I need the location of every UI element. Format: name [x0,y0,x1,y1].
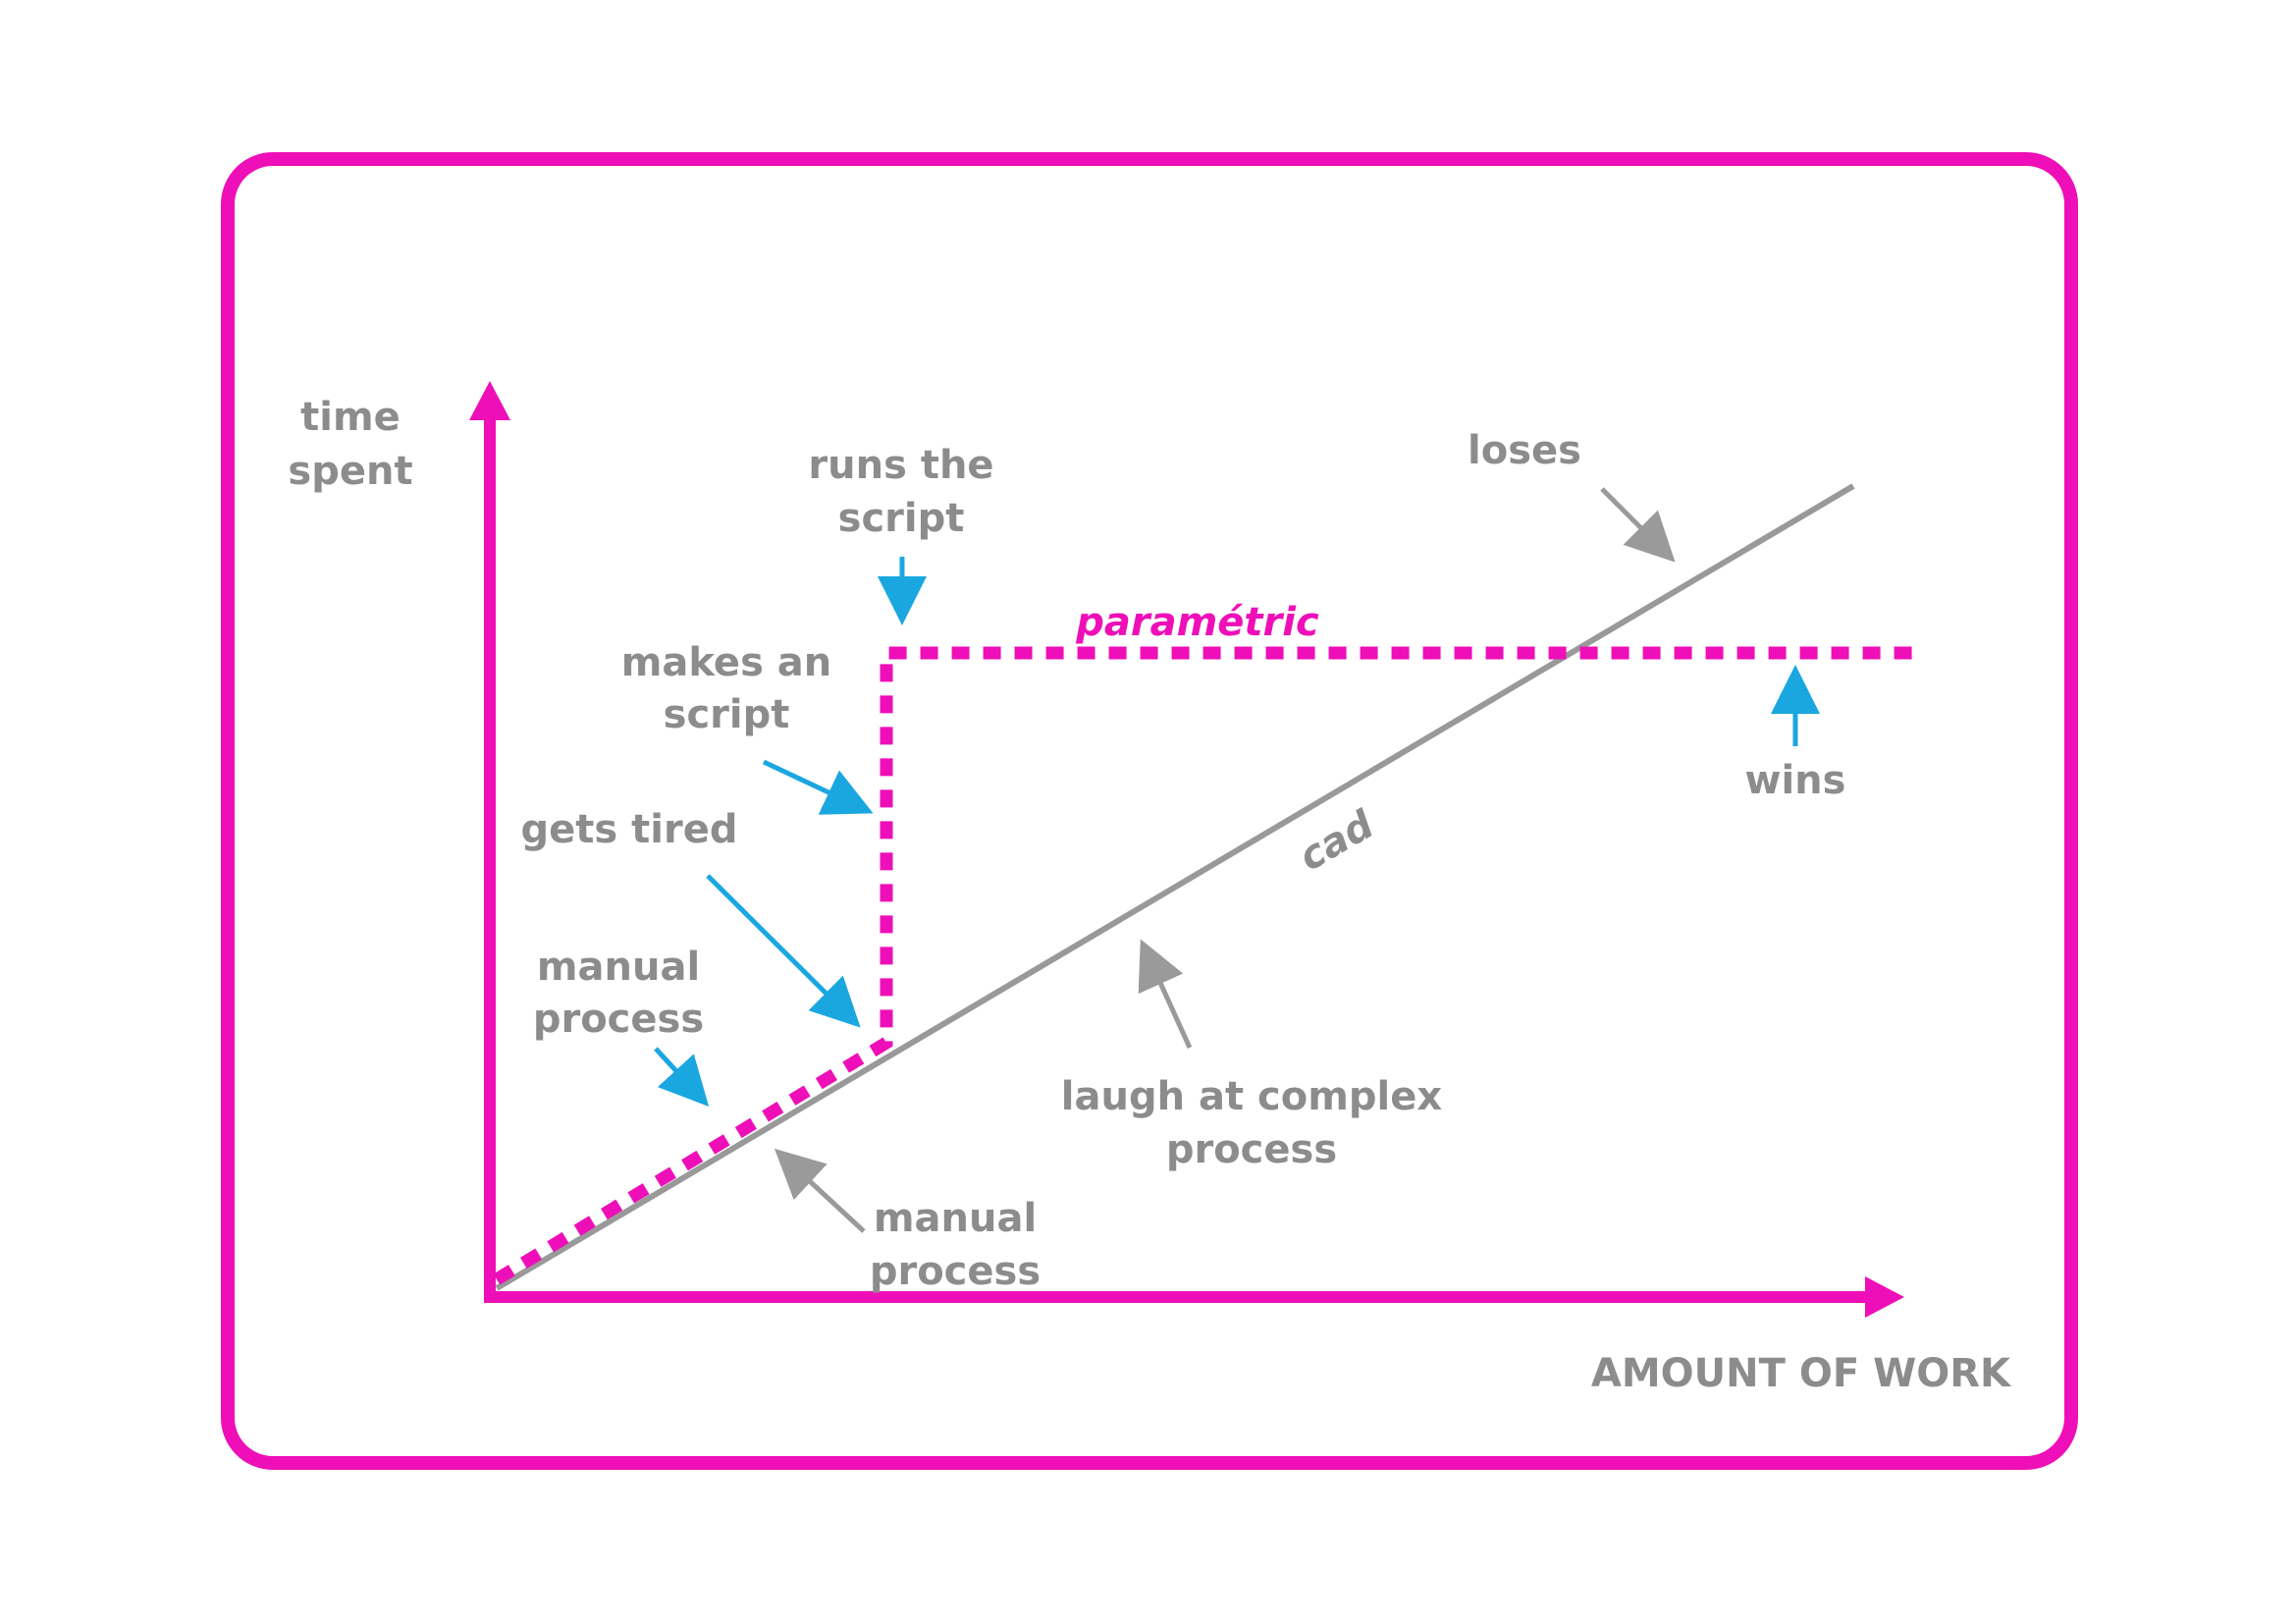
parametric-line-label: paramétric [1075,600,1319,645]
cad-line [495,483,1855,1291]
arrow-laugh [1138,939,1193,1050]
annotation-loses: loses [1468,428,1581,473]
arrow-gets-tired [706,874,861,1028]
annotation-wins: wins [1745,758,1846,803]
annotation-runs-script-line1: runs the [808,443,993,488]
annotation-manual-process-left-line1: manual [537,945,700,990]
annotation-makes-script-line2: script [664,692,790,737]
arrow-loses [1600,487,1676,563]
x-axis-label: AMOUNT OF WORK [1591,1351,2012,1396]
annotation-gets-tired: gets tired [521,807,738,852]
arrow-manual-process-left [654,1047,710,1108]
annotation-runs-script-line2: script [838,496,965,541]
y-axis-label-line2: spent [288,449,412,494]
cad-line-label: cad [1292,802,1382,881]
annotation-laugh-line2: process [1166,1127,1337,1172]
annotation-makes-script-line1: makes an [621,640,832,685]
x-axis-arrowhead [1865,1276,1904,1318]
annotation-laugh-line1: laugh at complex [1061,1074,1443,1119]
y-axis-label-line1: time [300,395,400,440]
outer-frame [221,152,2078,1470]
annotation-manual-process-bottom-line2: process [870,1249,1041,1294]
arrow-manual-process-bottom [774,1148,866,1233]
annotation-manual-process-bottom-line1: manual [874,1196,1037,1241]
annotation-manual-process-left-line2: process [533,997,704,1042]
parametric-line [493,646,1912,1285]
y-axis-arrowhead [469,381,510,420]
arrow-makes-script [762,759,874,815]
